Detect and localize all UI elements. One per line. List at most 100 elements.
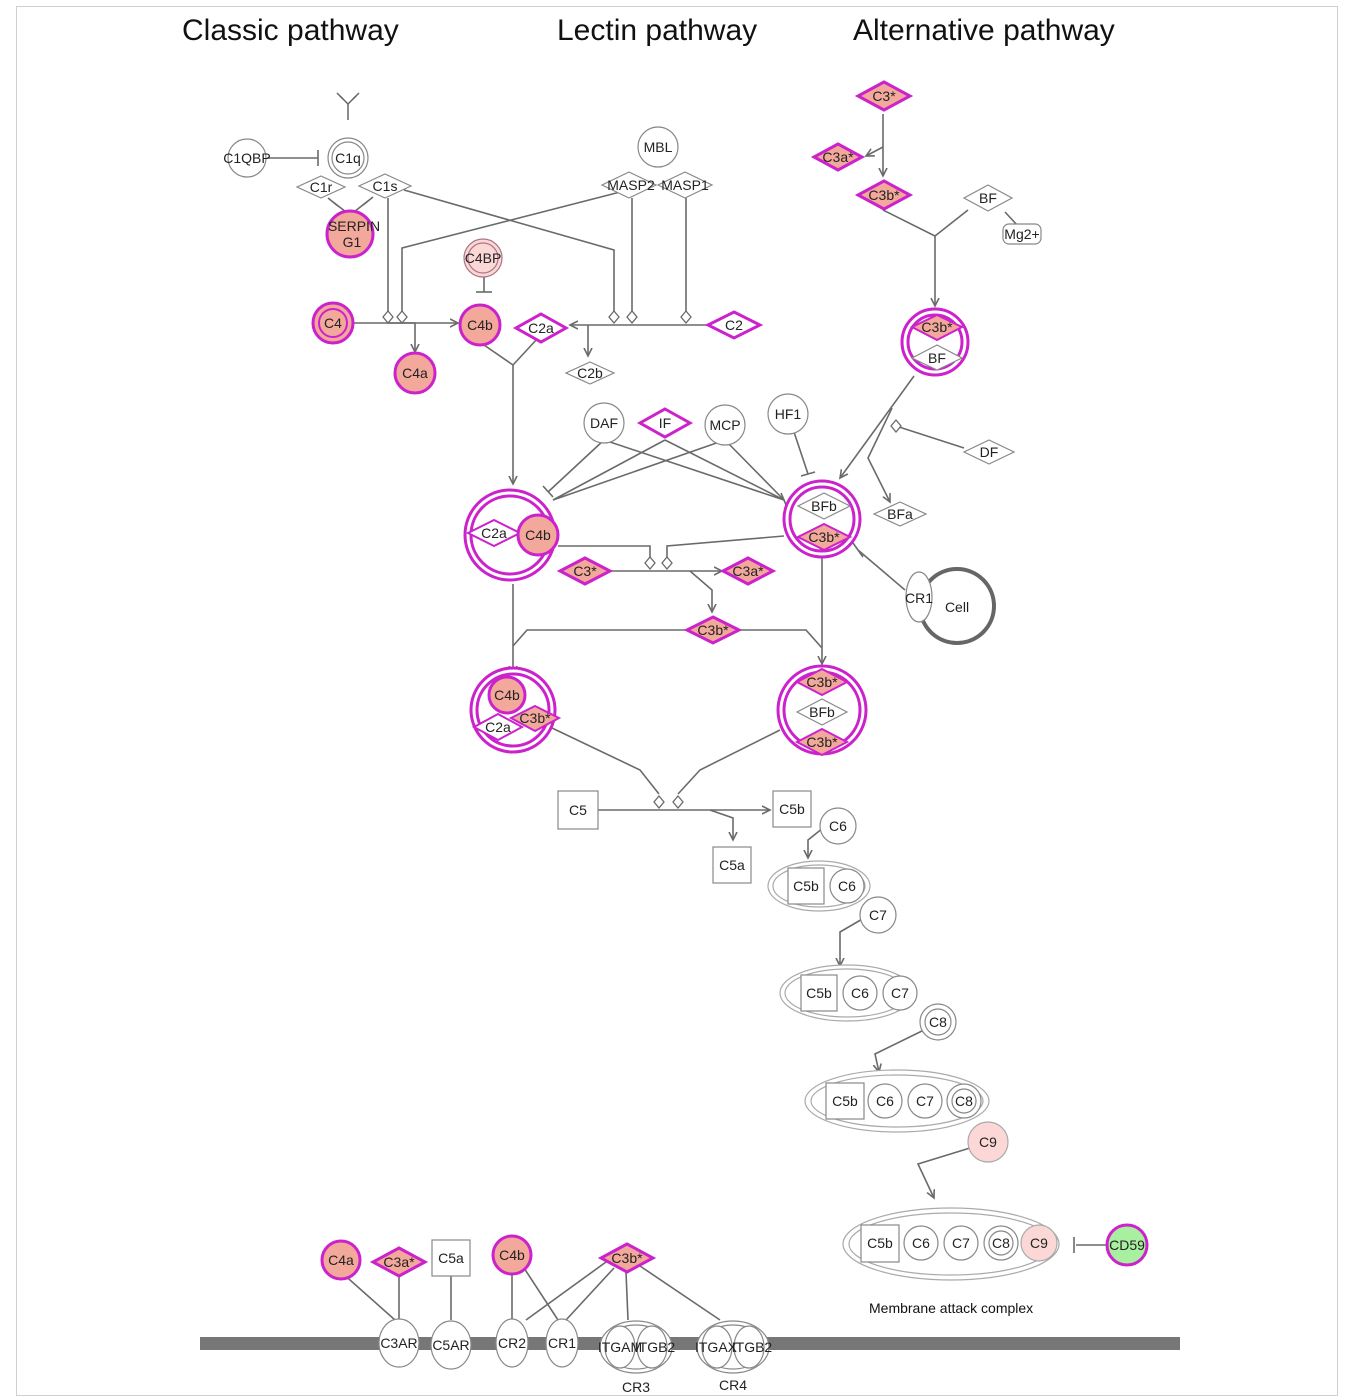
antibody-icon [336,92,360,120]
edge-masp2-c4 [401,189,629,316]
ligand-c5a[interactable]: C5a [431,1239,471,1277]
svg-text:C2a: C2a [528,320,554,336]
node-c4b[interactable]: C4b [458,303,502,347]
node-df[interactable]: DF [962,439,1016,465]
receptor-cr2[interactable]: CR2 [495,1318,529,1368]
receptor-c5ar[interactable]: C5AR [430,1320,472,1370]
edge-if-classic [552,439,666,501]
svg-text:ITGAX: ITGAX [695,1339,738,1355]
node-c3-top[interactable]: C3* [854,80,914,112]
node-c8[interactable]: C8 [919,1003,957,1041]
svg-text:C6: C6 [912,1235,930,1251]
node-cd59[interactable]: CD59 [1105,1223,1149,1267]
node-c1qbp[interactable]: C1QBP [223,138,271,178]
svg-text:C4BP: C4BP [465,250,502,266]
complex-c3b-bfb[interactable]: BFb C3b* [782,479,862,559]
receptor-cr3[interactable]: ITGAM ITGB2 CR3 [598,1320,676,1395]
node-c7[interactable]: C7 [859,896,897,934]
edge-c5b-c6 [808,827,824,858]
node-bfa[interactable]: BFa [872,501,928,527]
node-c2b[interactable]: C2b [564,361,616,385]
node-c6[interactable]: C6 [819,807,857,845]
node-c9[interactable]: C9 [967,1121,1009,1163]
svg-text:C5a: C5a [719,857,745,873]
svg-text:C2b: C2b [577,365,603,381]
svg-text:Mg2+: Mg2+ [1004,226,1039,242]
svg-text:C4: C4 [324,315,342,331]
node-c2a[interactable]: C2a [512,312,570,344]
svg-text:MASP1: MASP1 [661,177,709,193]
complex-c3b-bfb-c3b[interactable]: C3b* BFb C3b* [776,664,868,757]
complex-c5b-c6-c7-c8[interactable]: C5b C6 C7 C8 [804,1069,990,1133]
svg-text:C4a: C4a [402,365,428,381]
node-cr1-cell[interactable]: CR1 Cell [905,567,996,645]
node-mbl[interactable]: MBL [637,126,679,168]
node-mg2[interactable]: Mg2+ [1002,223,1042,245]
node-c3-mid[interactable]: C3* [556,556,614,586]
svg-text:C3b*: C3b* [519,710,551,726]
node-c1s[interactable]: C1s [357,173,413,199]
edge-c1s-c2 [403,189,615,316]
node-c4a[interactable]: C4a [393,351,437,395]
svg-text:C5b: C5b [806,985,832,1001]
svg-text:C5b: C5b [779,801,805,817]
edge-c3bbf-altconv [840,375,915,478]
svg-text:C3b*: C3b* [806,674,838,690]
svg-text:C4b: C4b [494,687,520,703]
node-c2[interactable]: C2 [704,310,764,340]
edge-mcp-alt [724,439,785,501]
node-if[interactable]: IF [636,407,694,439]
svg-text:HF1: HF1 [775,406,802,422]
svg-text:CR4: CR4 [719,1377,747,1393]
node-c4[interactable]: C4 [311,301,355,345]
svg-text:C3a*: C3a* [383,1254,415,1270]
ligand-c4b[interactable]: C4b [491,1234,533,1276]
ligand-c3b[interactable]: C3b* [597,1242,657,1274]
node-c3b-top[interactable]: C3b* [854,179,914,211]
svg-text:DF: DF [980,444,999,460]
complex-c5b-c6[interactable]: C5b C6 [767,860,871,912]
node-c1q[interactable]: C1q [327,137,369,179]
mac-caption: Membrane attack complex [869,1300,1034,1316]
svg-text:C5b: C5b [793,878,819,894]
edge-c3b-c5conv-right [735,629,823,649]
edge-c3b-c5conv-left [512,629,690,647]
node-c3b-mid[interactable]: C3b* [683,615,743,645]
complex-membrane-attack[interactable]: C5b C6 C7 C8 C9 [842,1207,1060,1281]
edge-if-alt [664,439,785,501]
node-masp1[interactable]: MASP1 [656,171,714,199]
node-c3a-mid[interactable]: C3a* [719,556,777,586]
svg-text:C3b*: C3b* [806,734,838,750]
svg-text:C2a: C2a [485,719,511,735]
svg-text:C6: C6 [838,878,856,894]
node-c5a[interactable]: C5a [712,846,752,884]
node-masp2[interactable]: MASP2 [600,171,658,199]
node-bf[interactable]: BF [962,184,1014,212]
complex-c5b-c6-c7[interactable]: C5b C6 C7 [779,964,918,1022]
receptor-c3ar[interactable]: C3AR [378,1318,420,1368]
node-c5[interactable]: C5 [557,790,599,830]
svg-text:C5AR: C5AR [432,1337,469,1353]
edge-c3b-c3bbf [882,209,935,306]
complex-c4b-c2a[interactable]: C2a C4b [463,488,560,582]
svg-text:C5: C5 [569,802,587,818]
svg-text:C1q: C1q [335,150,361,166]
ligand-c4a[interactable]: C4a [320,1239,362,1281]
receptor-cr4[interactable]: ITGAX ITGB2 CR4 [695,1320,772,1393]
node-c1r[interactable]: C1r [295,175,347,199]
node-hf1[interactable]: HF1 [767,393,809,435]
node-c4bp[interactable]: C4BP [463,238,503,278]
svg-text:CR3: CR3 [622,1379,650,1395]
complex-c3b-bf[interactable]: C3b* BF [900,307,970,377]
svg-text:C6: C6 [829,818,847,834]
complex-c4b-c2a-c3b[interactable]: C4b C2a C3b* [469,666,562,754]
node-daf[interactable]: DAF [583,402,625,444]
ligand-c3a[interactable]: C3a* [369,1246,429,1278]
node-mcp[interactable]: MCP [704,404,746,446]
node-c5b[interactable]: C5b [772,790,812,828]
node-c3a-top[interactable]: C3a* [810,142,866,172]
node-serping1[interactable]: SERPIN G1 [325,209,380,259]
receptor-cr1[interactable]: CR1 [545,1318,579,1368]
svg-text:C8: C8 [955,1093,973,1109]
